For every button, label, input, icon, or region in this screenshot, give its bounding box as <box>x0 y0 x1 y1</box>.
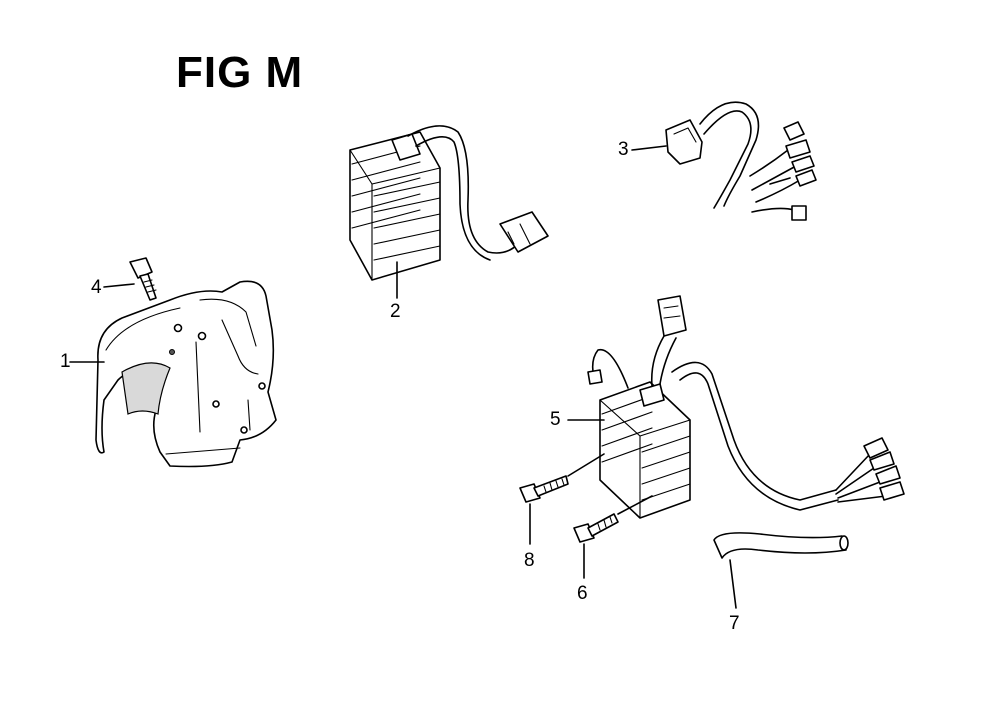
callout-4: 4 <box>91 277 102 298</box>
part-6-bolt <box>573 513 619 543</box>
part-5-regulator <box>587 295 905 519</box>
part-4-bolt <box>129 257 157 301</box>
callout-6: 6 <box>577 583 588 604</box>
part-3-harness <box>665 101 817 221</box>
leader-7 <box>729 559 737 609</box>
part-8-bolt <box>519 475 569 503</box>
leader-6-bolt <box>617 495 653 515</box>
callout-1: 1 <box>60 351 71 372</box>
figure-title: FIG M <box>176 48 304 97</box>
callout-3: 3 <box>618 139 629 160</box>
part-1-cover <box>95 280 277 468</box>
part-7-tube <box>713 532 849 559</box>
leader-3 <box>631 145 667 151</box>
leader-4 <box>103 283 135 288</box>
callout-5: 5 <box>550 409 561 430</box>
leader-8-bolt <box>567 453 605 477</box>
callout-8: 8 <box>524 550 535 571</box>
part-2-regulator <box>349 125 549 281</box>
callout-2: 2 <box>390 301 401 322</box>
callout-7: 7 <box>729 613 740 634</box>
